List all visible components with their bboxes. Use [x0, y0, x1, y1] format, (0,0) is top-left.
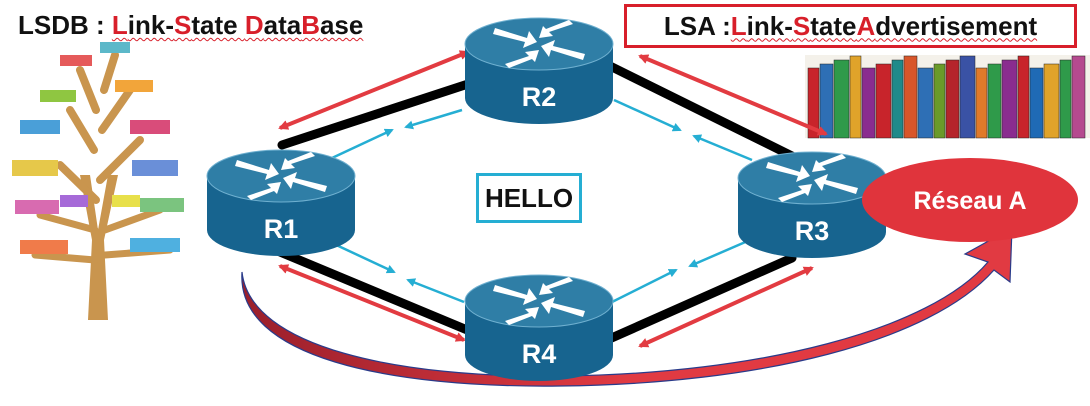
book: [833, 59, 850, 139]
bookshelf-icon: [805, 55, 1090, 139]
lsdb-part: ink-: [127, 10, 175, 40]
network-a-label: Réseau A: [913, 187, 1026, 215]
lsdb-part: ata: [263, 10, 302, 40]
lsa-part: S: [792, 10, 811, 41]
book: [1029, 67, 1044, 139]
router-label: R4: [522, 339, 557, 369]
book: [1001, 59, 1018, 139]
book: [945, 59, 960, 139]
router-icon: [235, 152, 327, 200]
book: [1043, 63, 1060, 139]
book: [975, 67, 988, 139]
book: [1017, 55, 1030, 139]
lsa-part: A: [856, 10, 876, 41]
router-label: R1: [264, 214, 299, 244]
lsa-part: L: [730, 10, 747, 41]
router-icon: [493, 277, 585, 325]
book: [819, 63, 834, 139]
router-icon: [493, 20, 585, 68]
book: [861, 67, 876, 139]
lsa-part: dvertisement: [875, 10, 1038, 41]
lsdb-part: LSDB :: [18, 10, 112, 40]
book: [891, 59, 904, 139]
book: [917, 67, 934, 139]
lsa-part: LSA :: [663, 10, 731, 41]
lsa-part: ink-: [746, 10, 793, 41]
book: [933, 63, 946, 139]
book: [1059, 59, 1072, 139]
router-r4: R4: [464, 274, 614, 381]
book: [903, 55, 918, 139]
book: [959, 55, 976, 139]
network-a: Réseau A: [862, 158, 1078, 242]
router-r2: R2: [464, 17, 614, 124]
lsa-arrows: [278, 50, 828, 348]
router-r1: R1: [206, 149, 356, 256]
lsdb-part: S: [174, 10, 192, 40]
router-icon: [766, 154, 858, 202]
book: [1071, 55, 1086, 139]
lsa-part: tate: [810, 10, 857, 41]
flood-arrow: [241, 226, 1013, 387]
book-tree-icon: [12, 42, 184, 320]
lsdb-part: L: [111, 10, 128, 40]
lsdb-title: LSDB : Link-State DataBase: [18, 10, 363, 41]
lsdb-part: D: [244, 10, 264, 40]
router-label: R2: [522, 82, 557, 112]
hello-box: HELLO: [476, 173, 582, 223]
router-r3: R3: [737, 151, 887, 258]
router-label: R3: [795, 216, 830, 246]
book: [849, 55, 862, 139]
book: [987, 63, 1002, 139]
lsdb-part: B: [301, 10, 320, 40]
lsdb-part: tate: [191, 10, 245, 40]
book: [875, 63, 892, 139]
lsdb-part: ase: [319, 10, 364, 40]
